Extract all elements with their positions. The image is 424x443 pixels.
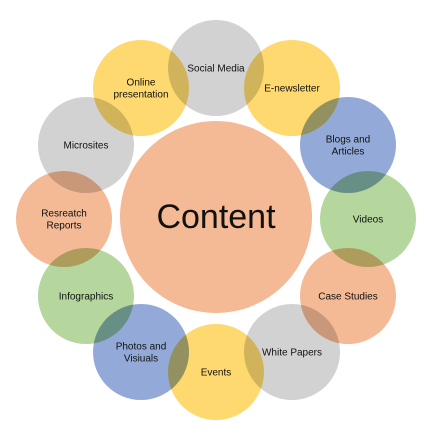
petal-label-line: E-newsletter: [264, 84, 320, 95]
petal-label-social-media: Social Media: [187, 64, 245, 75]
petal-label-microsites: Microsites: [63, 141, 108, 152]
petal-label-line: Microsites: [63, 141, 108, 152]
petal-circle-infographics: [38, 248, 134, 344]
petal-label-line: Case Studies: [318, 292, 377, 303]
petal-label-line: Photos and: [116, 342, 167, 353]
petal-label-white-papers: White Papers: [262, 348, 322, 359]
petal-label-case-studies: Case Studies: [318, 292, 377, 303]
petal-label-line: Resreatch: [41, 209, 87, 220]
petal-infographics: Infographics: [38, 248, 134, 344]
petal-circle-online-presentation: [93, 40, 189, 136]
petal-label-line: Reports: [46, 221, 81, 232]
petal-social-media: Social Media: [168, 20, 264, 116]
petal-label-line: Social Media: [187, 64, 245, 75]
petal-label-videos: Videos: [353, 215, 383, 226]
petal-videos: Videos: [320, 171, 416, 267]
petal-label-line: Events: [201, 368, 232, 379]
petal-circle-videos: [320, 171, 416, 267]
petal-label-infographics: Infographics: [59, 292, 113, 303]
petal-label-line: Blogs and: [326, 135, 370, 146]
petal-label-line: Infographics: [59, 292, 113, 303]
petal-label-line: presentation: [113, 90, 168, 101]
petal-circle-resreatch-reports: [16, 171, 112, 267]
petal-circle-social-media: [168, 20, 264, 116]
petal-label-events: Events: [201, 368, 232, 379]
petal-circle-blogs-and-articles: [300, 97, 396, 193]
petal-label-line: Online: [127, 78, 156, 89]
petal-label-line: White Papers: [262, 348, 322, 359]
center-circle: [120, 121, 312, 313]
petal-label-e-newsletter: E-newsletter: [264, 84, 320, 95]
petal-circle-white-papers: [244, 304, 340, 400]
petal-label-line: Articles: [332, 147, 365, 158]
center-label: Content: [156, 198, 276, 236]
petal-label-line: Visiuals: [124, 354, 158, 365]
petal-events: Events: [168, 324, 264, 420]
petal-circle-events: [168, 324, 264, 420]
petal-label-line: Videos: [353, 215, 383, 226]
petal-white-papers: White Papers: [244, 304, 340, 400]
